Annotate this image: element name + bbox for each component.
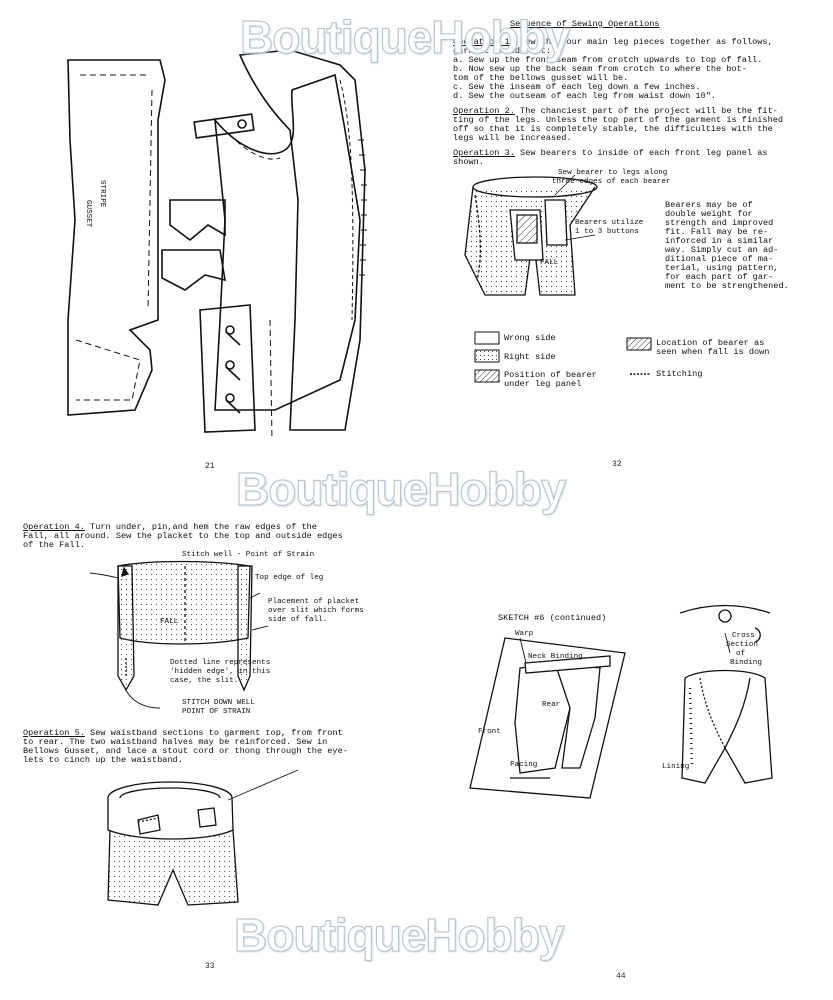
stitch-down-label: POINT OF STRAIN <box>182 708 251 716</box>
side-note-line: way. Simply cut an ad- <box>665 245 779 255</box>
vest-pattern-sheet <box>469 637 626 799</box>
side-note-line: Bearers may be of <box>665 200 753 210</box>
pattern-label-stripe: STRIPE <box>98 180 106 208</box>
side-note-line: double weight for <box>665 209 753 219</box>
stitch-down-label: STITCH DOWN WELL <box>182 699 255 707</box>
stitch-well-label: Stitch well - Point of Strain <box>182 551 315 559</box>
operation-1-line: a. Sew up the front seam from crotch upw… <box>453 55 763 65</box>
cross-section-label: Section <box>726 641 758 649</box>
legend-bearer-position: Position of bearer <box>504 370 597 380</box>
operation-4-line: of the Fall. <box>23 540 85 550</box>
operation-2-line: ting of the legs. Unless the top part of… <box>453 115 784 125</box>
watermark: BoutiqueHobby <box>235 462 567 515</box>
page-number-33: 33 <box>205 962 215 971</box>
legend-right-side: Right side <box>504 352 556 362</box>
fall-label: FALL <box>540 259 559 267</box>
vest-collar-illustration <box>679 604 773 784</box>
waistband-illustration <box>107 769 299 906</box>
facing-label: Facing <box>510 761 538 769</box>
operation-1-line: c. Sew the inseam of each leg down a few… <box>453 82 701 92</box>
bearer-illustration <box>464 174 598 296</box>
neck-binding-label: Neck Binding <box>528 653 583 661</box>
legend-bearer-location: seen when fall is down <box>656 347 770 357</box>
dotted-line-note: 'hidden edge', in this <box>170 668 271 676</box>
fall-label: FALL <box>160 618 179 626</box>
page-33: Operation 4. Turn under, pin,and hem the… <box>20 510 410 985</box>
operation-4-title: Operation 4. Turn under, pin,and hem the… <box>23 522 317 532</box>
front-label: Front <box>478 728 501 736</box>
side-note-line: strength and improved <box>665 218 774 228</box>
operation-1-line: tom of the bellows gusset will be. <box>453 73 629 83</box>
dotted-line-note: case, the slit. <box>170 677 239 685</box>
watermark: BoutiqueHobby <box>239 10 571 63</box>
legend-swatches <box>474 331 652 383</box>
page-44: SKETCH #6 (continued) Warp Neck Binding … <box>420 510 820 985</box>
page-number-21: 21 <box>205 462 215 471</box>
placement-label: Placement of placket <box>268 598 360 606</box>
operation-5-line: to rear. The two waistband halves may be… <box>23 737 328 747</box>
side-note-line: for each part of gar- <box>665 272 774 282</box>
lining-label: Lining <box>662 763 690 771</box>
warp-label: Warp <box>515 630 534 638</box>
placement-label: over slit which forms <box>268 607 364 615</box>
sketch-title: SKETCH #6 (continued) <box>498 613 607 623</box>
operation-3-title: Operation 3. Sew bearers to inside of ea… <box>453 148 768 158</box>
operation-1-title: Operation 1. Sew the four main leg piece… <box>453 37 773 47</box>
legend-stitching: Stitching <box>656 369 703 379</box>
placement-label: side of fall. <box>268 616 328 624</box>
legend-bearer-location: Location of bearer as <box>656 338 765 348</box>
page-32: Sequence of Sewing Operations Operation … <box>420 15 820 485</box>
pattern-label-gusset: GUSSET <box>84 200 92 228</box>
top-edge-label: Top edge of leg <box>255 574 324 582</box>
trouser-pattern-pieces <box>67 49 367 441</box>
operation-5-title: Operation 5. Sew waistband sections to g… <box>23 728 343 738</box>
legend-wrong-side: Wrong side <box>504 333 556 343</box>
side-note-line: ditional piece of ma- <box>665 254 774 264</box>
callout-sew-bearer: Sew bearer to legs along <box>558 169 668 177</box>
operation-2-line: legs will be increased. <box>453 133 572 143</box>
fall-placket-illustration <box>89 560 269 709</box>
operation-5-line: Bellows Gusset, and lace a stout cord or… <box>23 746 348 756</box>
operation-1-line: d. Sew the outseam of each leg from wais… <box>453 91 717 101</box>
cross-section-label: of <box>736 650 746 658</box>
legend-bearer-position: under leg panel <box>504 379 582 389</box>
rear-label: Rear <box>542 701 561 709</box>
page-heading: Sequence of Sewing Operations <box>510 19 660 29</box>
callout-buttons: 1 to 3 buttons <box>575 228 639 236</box>
operation-1-line: b. Now sew up the back seam from crotch … <box>453 64 747 74</box>
side-note-line: terial, using pattern, <box>665 263 779 273</box>
operation-2-title: Operation 2. The chanciest part of the p… <box>453 106 778 116</box>
page-21: GUSSET STRIPE 21 <box>40 20 410 480</box>
watermark: BoutiqueHobby <box>233 908 565 961</box>
page-number-44: 44 <box>616 972 626 981</box>
dotted-line-note: Dotted line represents <box>170 659 271 667</box>
callout-sew-bearer: three edges of each bearer <box>552 178 671 186</box>
side-note-line: inforced in a similar <box>665 236 774 246</box>
cross-section-label: Cross <box>732 632 755 640</box>
operation-5-line: lets to cinch up the waistband. <box>23 755 183 765</box>
cross-section-label: Binding <box>730 659 762 667</box>
page-number-32: 32 <box>612 460 622 469</box>
operation-2-line: off so that it is completely stable, the… <box>453 124 773 134</box>
side-note-line: fit. Fall may be re- <box>665 227 769 237</box>
callout-buttons: Bearers utilize <box>575 219 644 227</box>
operation-1-line: garment inside out: <box>453 46 551 56</box>
operation-3-line: shown. <box>453 157 484 167</box>
side-note-line: ment to be strengthened. <box>665 281 789 291</box>
operation-4-line: Fall, all around. Sew the placket to the… <box>23 531 343 541</box>
